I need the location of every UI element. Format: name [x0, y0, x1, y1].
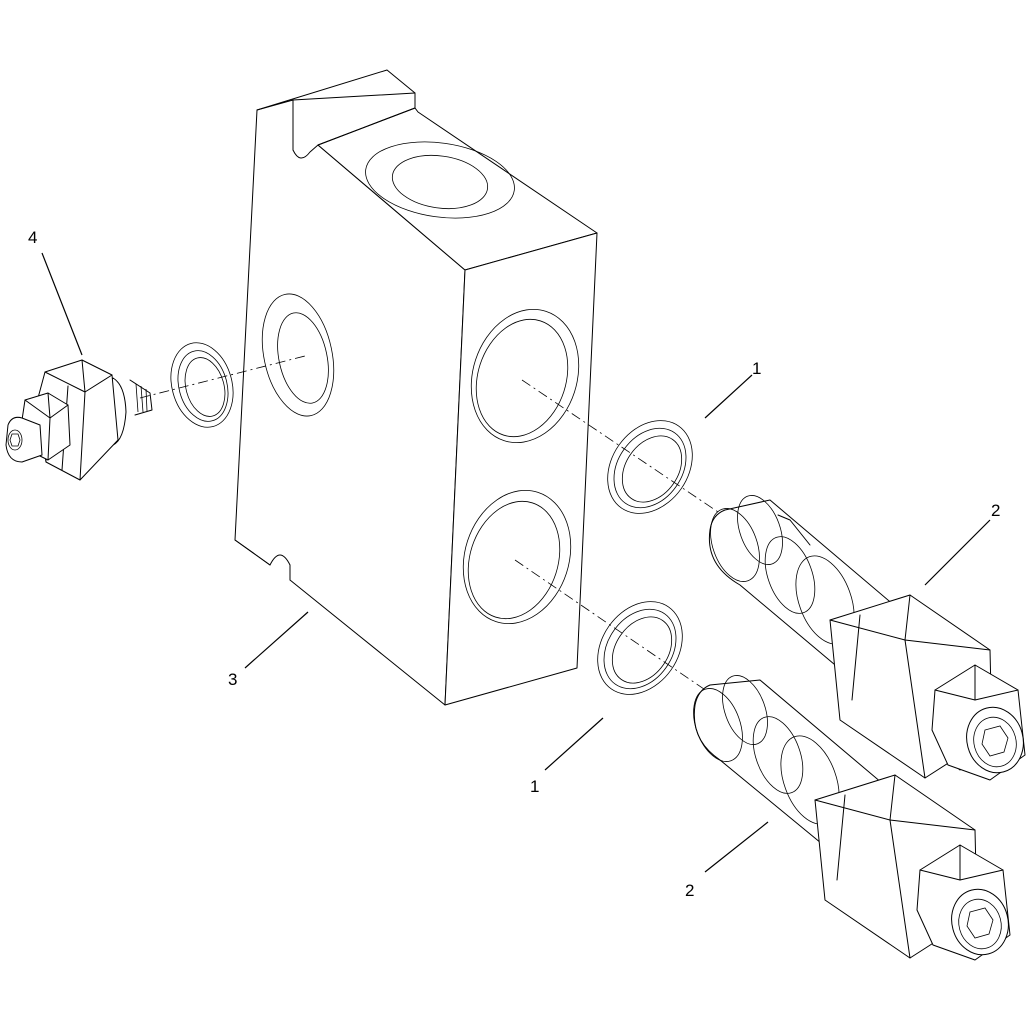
fitting	[5, 359, 153, 481]
callout-cartridge-lower: 2	[685, 881, 694, 900]
callout-manifold-block: 3	[228, 670, 237, 689]
callout-oring-upper: 1	[752, 359, 761, 378]
callout-cartridge-upper: 2	[991, 501, 1000, 520]
manifold-block	[234, 69, 598, 706]
o-ring-lower	[597, 601, 683, 695]
center-lines	[139, 355, 731, 701]
leader-manifold	[244, 611, 309, 669]
o-ring-upper	[607, 420, 693, 514]
callout-labels: 4 1 2 3 1 2	[28, 228, 1000, 900]
leader-oring-upper	[704, 374, 753, 419]
leader-cartridge-upper	[924, 519, 991, 586]
callout-oring-lower: 1	[530, 777, 539, 796]
cartridge-upper	[708, 495, 1026, 781]
callout-fitting: 4	[28, 228, 37, 247]
leader-lines	[41, 252, 991, 873]
leader-fitting	[41, 252, 83, 356]
leader-cartridge-lower	[704, 821, 769, 873]
o-ring-fitting	[170, 342, 234, 428]
cartridge-lower	[693, 675, 1011, 961]
leader-oring-lower	[544, 717, 604, 771]
